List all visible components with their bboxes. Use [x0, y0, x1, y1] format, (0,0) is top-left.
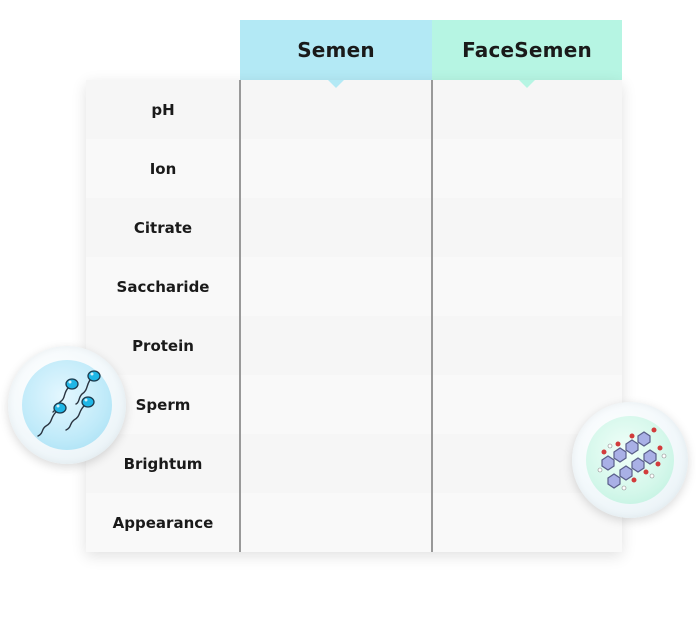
semen-cell [240, 139, 431, 198]
table-row: Brightum [86, 434, 622, 493]
row-label: Sperm [135, 395, 191, 414]
row-label: Saccharide [116, 277, 210, 296]
facesemen-cell [431, 316, 622, 375]
facesemen-cell [431, 198, 622, 257]
row-label: Brightum [123, 454, 203, 473]
row-label: Ion [149, 159, 177, 178]
table-row: Ion [86, 139, 622, 198]
molecule-bubble [572, 402, 688, 518]
facesemen-cell [431, 80, 622, 139]
semen-header-notch [328, 80, 344, 88]
table-row: Sperm [86, 375, 622, 434]
facesemen-cell [431, 257, 622, 316]
semen-cell [240, 375, 431, 434]
table-row: Citrate [86, 198, 622, 257]
semen-cell [240, 316, 431, 375]
facesemen-header-notch [519, 80, 535, 88]
sperm-bubble [8, 346, 126, 464]
semen-cell [240, 80, 431, 139]
facesemen-cell [431, 139, 622, 198]
table-row: Appearance [86, 493, 622, 552]
comparison-table: pH Ion Citrate Saccharide Protein Sperm [86, 80, 622, 552]
row-label: Citrate [133, 218, 193, 237]
table-row: Protein [86, 316, 622, 375]
semen-cell [240, 198, 431, 257]
semen-cell [240, 493, 431, 552]
header-semen: Semen [240, 20, 432, 80]
table-row: pH [86, 80, 622, 139]
column-divider [239, 80, 241, 552]
column-divider [431, 80, 433, 552]
row-label: Protein [132, 336, 194, 355]
table-row: Saccharide [86, 257, 622, 316]
sperm-icon [37, 370, 101, 437]
semen-cell [240, 257, 431, 316]
header-facesemen: FaceSemen [432, 20, 622, 80]
row-label: pH [151, 100, 175, 119]
molecule-icon [597, 427, 667, 491]
molecule-bubble-inner [586, 416, 674, 504]
semen-cell [240, 434, 431, 493]
row-label: Appearance [112, 513, 214, 532]
